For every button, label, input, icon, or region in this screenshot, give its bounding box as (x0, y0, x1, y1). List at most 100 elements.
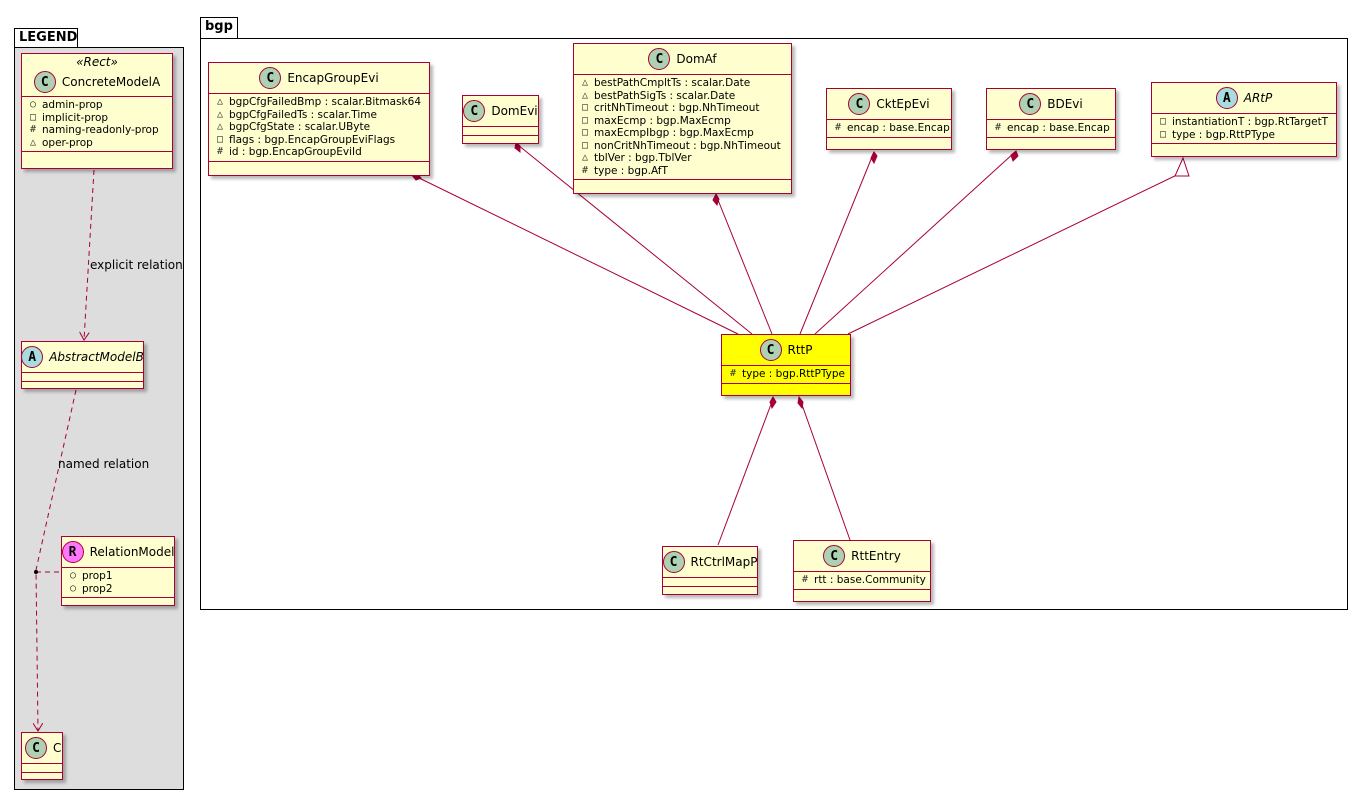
attribute: oper-prop (42, 136, 93, 149)
public-visibility-icon: ○ (69, 582, 77, 594)
class-c-icon: C (33, 71, 56, 93)
attribute: bestPathSigTs : scalar.Date (594, 89, 736, 102)
class-name: C (53, 741, 62, 755)
class-name: RttEntry (851, 549, 901, 563)
attribute: tblVer : bgp.TblVer (594, 152, 692, 164)
named-relation-label: named relation (58, 457, 150, 471)
class-encap-group-evi: C EncapGroupEvi △bgpCfgFailedBmp : scala… (208, 62, 430, 176)
class-name: ConcreteModelA (61, 75, 161, 89)
explicit-relation-label: explicit relation (90, 258, 183, 272)
protected-visibility-icon: # (801, 574, 809, 585)
protected-visibility-icon: # (581, 164, 589, 176)
class-name: EncapGroupEvi (287, 71, 379, 85)
class-a-icon: A (1215, 87, 1238, 109)
domaf-diamond (712, 192, 720, 207)
protected-visibility-icon: # (994, 122, 1002, 133)
rttp-rtctrl-line (717, 398, 774, 546)
domevi-rttp-line (517, 144, 753, 335)
attribute: bgpCfgFailedTs : scalar.Time (229, 108, 377, 121)
class-concrete-model-a: «Rect» C ConcreteModelA ○admin-prop □imp… (21, 53, 173, 169)
class-c-icon: C (759, 339, 782, 361)
package-visibility-icon: △ (216, 96, 224, 107)
encap-rttp-line (414, 175, 739, 335)
class-artp: A ARtP □instantiationT : bgp.RtTargetT □… (1151, 82, 1337, 157)
private-visibility-icon: □ (581, 139, 589, 151)
bgp-package (200, 38, 1348, 610)
class-c-icon: C (25, 737, 47, 759)
class-c-icon: C (662, 551, 685, 573)
class-name: DomEvi (491, 104, 538, 118)
package-visibility-icon: △ (29, 136, 37, 148)
class-ckt-ep-evi: C CktEpEvi #encap : base.Encap (826, 88, 952, 150)
attribute: id : bgp.EncapGroupEviId (229, 146, 362, 158)
class-abstract-model-b: A AbstractModelB (21, 341, 144, 389)
class-name: CktEpEvi (876, 97, 930, 111)
public-visibility-icon: ○ (69, 570, 77, 581)
private-visibility-icon: □ (581, 114, 589, 126)
class-c-icon: C (648, 48, 671, 70)
protected-visibility-icon: # (834, 122, 842, 133)
bdevi-diamond (1010, 150, 1019, 162)
private-visibility-icon: □ (1159, 116, 1167, 127)
attribute: bestPathCmpltTs : scalar.Date (594, 77, 751, 89)
class-name: RelationModel (89, 545, 175, 559)
attribute: type : bgp.RttPType (1172, 128, 1275, 141)
rttp-rtctrl-diamond (769, 396, 777, 410)
class-name: RttP (787, 343, 813, 357)
bdevi-rttp-line (814, 151, 1016, 335)
class-name: RtCtrlMapP (690, 555, 758, 569)
legend-package-tab: LEGEND (14, 28, 78, 48)
class-c: C C (21, 732, 63, 780)
public-visibility-icon: ○ (29, 99, 37, 110)
attribute: rtt : base.Community (814, 574, 926, 586)
artp-rttp-line (847, 171, 1184, 335)
package-visibility-icon: △ (581, 77, 589, 88)
protected-visibility-icon: # (29, 124, 37, 135)
class-a-icon: A (21, 346, 44, 368)
attribute: naming-readonly-prop (42, 124, 159, 136)
class-rt-ctrl-map-p: C RtCtrlMapP (662, 546, 758, 595)
inheritance-arrowhead (1174, 156, 1190, 177)
class-c-icon: C (848, 93, 871, 115)
package-visibility-icon: △ (216, 108, 224, 120)
class-dom-evi: C DomEvi (462, 95, 539, 144)
class-r-icon: R (61, 541, 84, 563)
domaf-rttp-line (715, 194, 773, 335)
class-relation-model: R RelationModel ○ prop1 ○ prop2 (61, 536, 175, 606)
relation-junction-dot (34, 570, 38, 574)
attribute: prop1 (82, 570, 113, 582)
class-c-icon: C (463, 100, 486, 122)
attribute: nonCritNhTimeout : bgp.NhTimeout (594, 139, 781, 152)
class-name: ARtP (1243, 91, 1273, 105)
rttp-rttentry-diamond (797, 395, 804, 410)
attribute: maxEcmpIbgp : bgp.MaxEcmp (594, 127, 754, 139)
attribute: type : bgp.AfT (594, 164, 668, 177)
class-name: AbstractModelB (49, 350, 144, 364)
attribute: prop2 (82, 582, 113, 595)
attribute: critNhTimeout : bgp.NhTimeout (594, 102, 760, 114)
class-rtt-entry: C RttEntry # rtt : base.Community (793, 540, 931, 602)
package-visibility-icon: △ (581, 89, 589, 101)
private-visibility-icon: □ (581, 127, 589, 138)
domevi-diamond (514, 140, 521, 154)
class-rttp: C RttP # type : bgp.RttPType (721, 334, 851, 396)
class-c-icon: C (1019, 93, 1042, 115)
package-visibility-icon: △ (216, 121, 224, 132)
explicit-relation-line (84, 169, 95, 340)
class-dom-af: C DomAf △ bestPathCmpltTs : scalar.Date △… (573, 43, 792, 194)
rttp-rttentry-line (799, 398, 851, 541)
class-name: DomAf (676, 52, 717, 66)
protected-visibility-icon: # (216, 146, 224, 157)
cktep-rttp-line (799, 151, 875, 335)
attribute: bgpCfgState : scalar.UByte (229, 121, 371, 133)
cktep-diamond (870, 151, 878, 165)
attribute: instantiationT : bgp.RtTargetT (1172, 116, 1329, 128)
attribute: implicit-prop (42, 111, 109, 124)
private-visibility-icon: □ (216, 133, 224, 145)
attribute: type : bgp.RttPType (742, 368, 845, 380)
attribute: admin-prop (42, 99, 103, 111)
class-c-icon: C (823, 545, 846, 567)
protected-visibility-icon: # (729, 368, 737, 379)
class-c-icon: C (259, 67, 282, 89)
